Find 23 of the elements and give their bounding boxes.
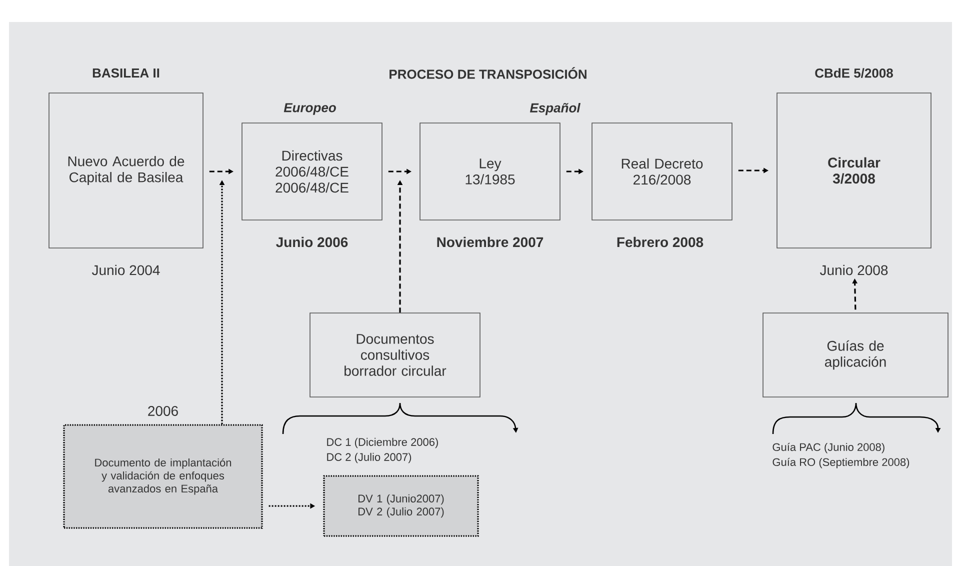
process-box: Directivas 2006/48/CE 2006/48/CE xyxy=(242,122,382,220)
process-box: Documentos consultivos borrador circular xyxy=(310,312,480,398)
note-text: DC 1 (Diciembre 2006) xyxy=(327,438,438,448)
date-label: Febrero 2008 xyxy=(617,236,704,248)
heading: CBdE 5/2008 xyxy=(815,68,893,78)
note-text: DC 2 (Julio 2007) xyxy=(327,452,412,464)
heading: BASILEA II xyxy=(92,68,160,78)
date-label: Junio 2006 xyxy=(276,236,348,248)
date-label: Junio 2004 xyxy=(92,264,160,276)
heading: PROCESO DE TRANSPOSICIÓN xyxy=(390,67,586,79)
note-text: Guía PAC (Junio 2008) xyxy=(772,442,884,454)
process-box: Circular 3/2008 xyxy=(776,92,932,248)
process-box: Guías de aplicación xyxy=(762,312,948,398)
note-text: Guía RO (Septiembre 2008) xyxy=(772,458,910,468)
process-box: Ley 13/1985 xyxy=(420,122,560,220)
dotted-box: Documento de implantación y validación de enfoques avanzados en España xyxy=(63,424,263,529)
process-box: Nuevo Acuerdo de Capital de Basilea xyxy=(48,92,204,248)
date-label: 2006 xyxy=(148,406,178,416)
dotted-box: DV 1 (Junio2007) DV 2 (Julio 2007) xyxy=(323,475,479,537)
date-label: Junio 2008 xyxy=(820,264,888,276)
heading: Español xyxy=(530,102,580,116)
process-box: Real Decreto 216/2008 xyxy=(592,122,732,220)
date-label: Noviembre 2007 xyxy=(437,236,544,248)
